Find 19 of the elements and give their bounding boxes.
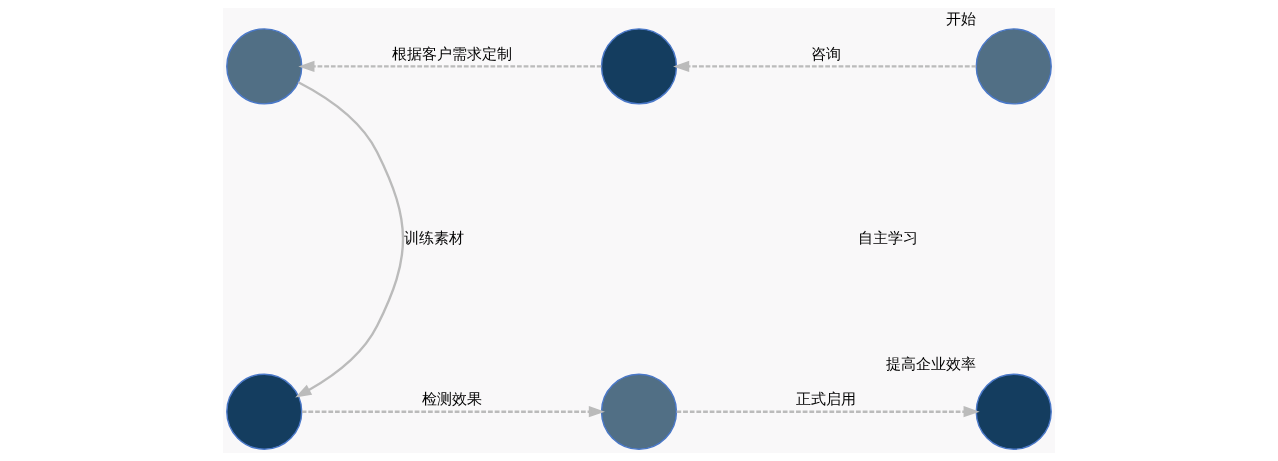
node-label: 开始 [946,9,977,28]
node-circle [975,373,1052,450]
arrow [301,406,605,418]
node-label: 提高企业效率 [886,355,977,374]
arrow [676,406,980,418]
edge-label: 根据客户需求定制 [391,44,512,63]
edge-label: 检测效果 [421,389,482,408]
arrow [295,81,405,398]
node-circle [226,28,303,105]
edge-label: 训练素材 [404,228,465,247]
edge-label: 咨询 [811,44,842,63]
node-circle [600,373,678,450]
arrow [673,60,977,73]
node-circle [600,28,678,105]
node-circle [226,373,303,450]
label: 自主学习 [858,228,919,247]
arrow [298,60,602,73]
edge-label: 正式启用 [796,389,857,408]
node-circle [975,28,1052,105]
